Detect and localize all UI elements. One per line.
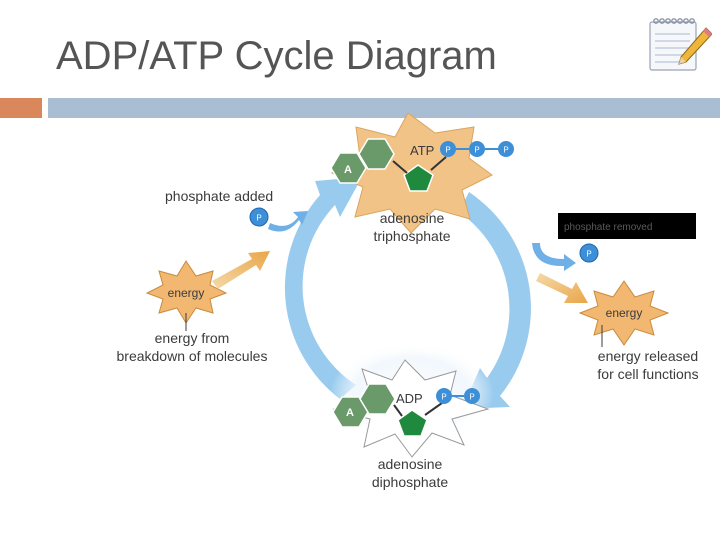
energy-out-burst-label: energy [606, 306, 643, 320]
adp-phosphate-2-label: P [469, 393, 474, 402]
atp-adenine-hexagon-2 [358, 138, 395, 170]
adp-phosphate-1-label: P [441, 393, 446, 402]
energy-out-line1: energy released [598, 348, 698, 364]
phosphate-added-label: phosphate added [165, 188, 273, 204]
phosphate-added-marker [249, 207, 269, 227]
atp-name-line2: triphosphate [373, 228, 450, 244]
phosphate-removed-label: phosphate removed [564, 222, 652, 233]
adp-name-line2: diphosphate [372, 474, 449, 490]
adp-phosphate-2 [464, 388, 480, 404]
cycle-arrow-right [459, 192, 531, 409]
phosphate-removed-marker [579, 243, 599, 263]
phosphate-removed-marker-label: P [586, 250, 591, 259]
atp-adenine-label: A [344, 164, 352, 176]
atp-name-line1: adenosine [380, 210, 445, 226]
adp-adenine-label: A [346, 407, 354, 419]
adp-phosphate-1 [436, 388, 452, 404]
energy-out-arrow [536, 273, 588, 303]
atp-bond-2 [430, 156, 447, 171]
adp-name-line1: adenosine [378, 456, 443, 472]
atp-phosphate-1 [440, 141, 456, 157]
phosphate-added-arrow [268, 211, 308, 232]
atp-phosphate-2 [469, 141, 485, 157]
accent-bar-blue [48, 98, 720, 118]
energy-in-burst-label: energy [168, 286, 205, 300]
slide-title: ADP/ATP Cycle Diagram [56, 34, 497, 78]
adp-adenine-hexagon-2 [359, 383, 396, 415]
phosphate-removed-arrow [532, 243, 576, 271]
notepad-pencil-icon [649, 18, 712, 71]
cycle-arrow-left [284, 177, 362, 399]
adp-badge-label: ADP [396, 391, 423, 406]
accent-bar-orange [0, 98, 42, 118]
phosphate-removed-box [558, 213, 696, 239]
atp-adenine-hexagon [330, 152, 367, 184]
energy-in-line2: breakdown of molecules [117, 348, 268, 364]
phosphate-added-marker-label: P [256, 214, 261, 223]
energy-out-line2: for cell functions [597, 366, 698, 382]
adp-atp-cycle-diagram: A ATP P P P adenosine triphosphate phosp… [112, 113, 706, 498]
adp-bond-1 [393, 404, 403, 417]
adp-adenine-hexagon [332, 396, 369, 428]
adp-bond-2 [424, 402, 443, 416]
energy-in-line1: energy from [155, 330, 230, 346]
atp-phosphate-1-label: P [445, 146, 450, 155]
atp-phosphate-2-label: P [474, 146, 479, 155]
atp-phosphate-3 [498, 141, 514, 157]
atp-phosphate-3-label: P [503, 146, 508, 155]
atp-bond-1 [392, 160, 408, 174]
energy-in-arrow [212, 251, 270, 289]
atp-badge-label: ATP [410, 143, 434, 158]
adp-ribose-pentagon [397, 409, 428, 437]
